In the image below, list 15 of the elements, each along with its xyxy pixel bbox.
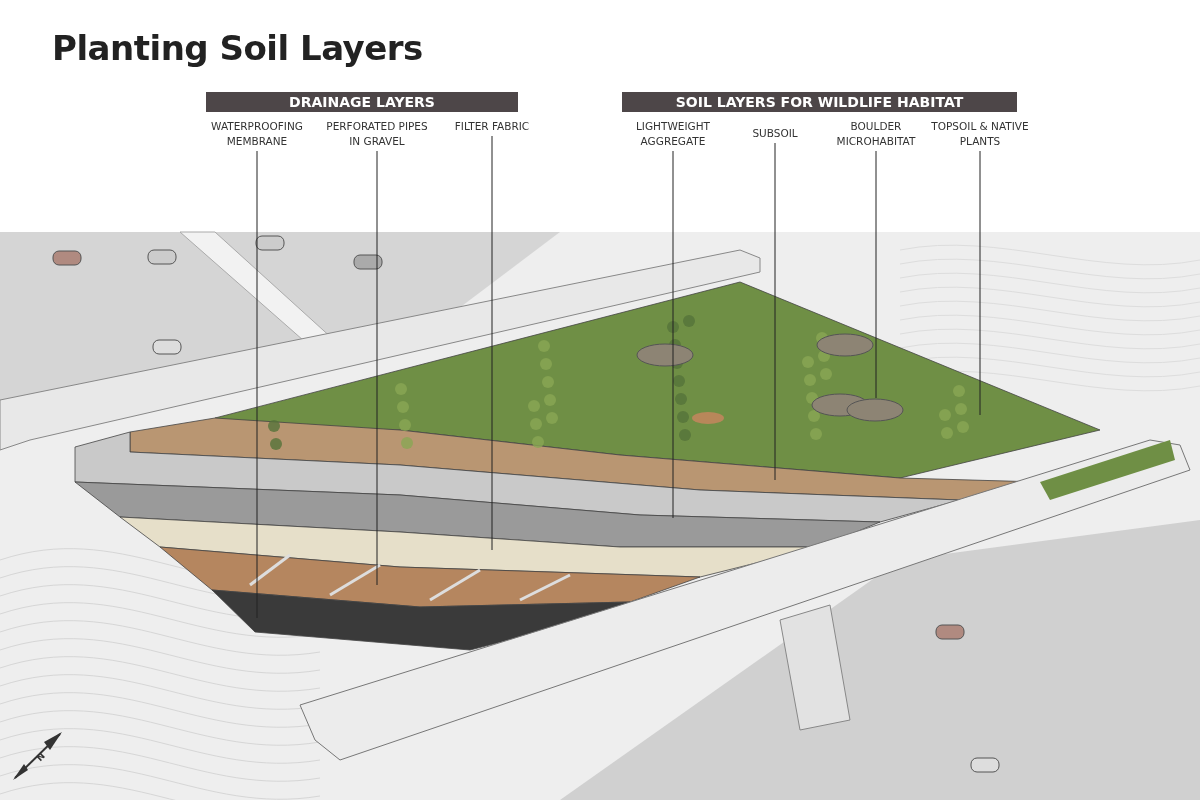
section-header: DRAINAGE LAYERS [206,92,518,112]
section-header: SOIL LAYERS FOR WILDLIFE HABITAT [622,92,1017,112]
page-title: Planting Soil Layers [52,28,423,68]
leader-line [491,135,493,551]
leader-line [774,142,776,481]
callout-label: SUBSOIL [735,126,815,141]
callout-label: WATERPROOFING MEMBRANE [202,119,312,149]
callout-label: PERFORATED PIPES IN GRAVEL [322,119,432,149]
callout-label: FILTER FABRIC [452,119,532,134]
leader-line [672,150,674,519]
leader-line [256,150,258,619]
leader-line [979,150,981,416]
leader-line [376,150,378,586]
leader-line [875,150,877,399]
callout-label: LIGHTWEIGHT AGGREGATE [618,119,728,149]
